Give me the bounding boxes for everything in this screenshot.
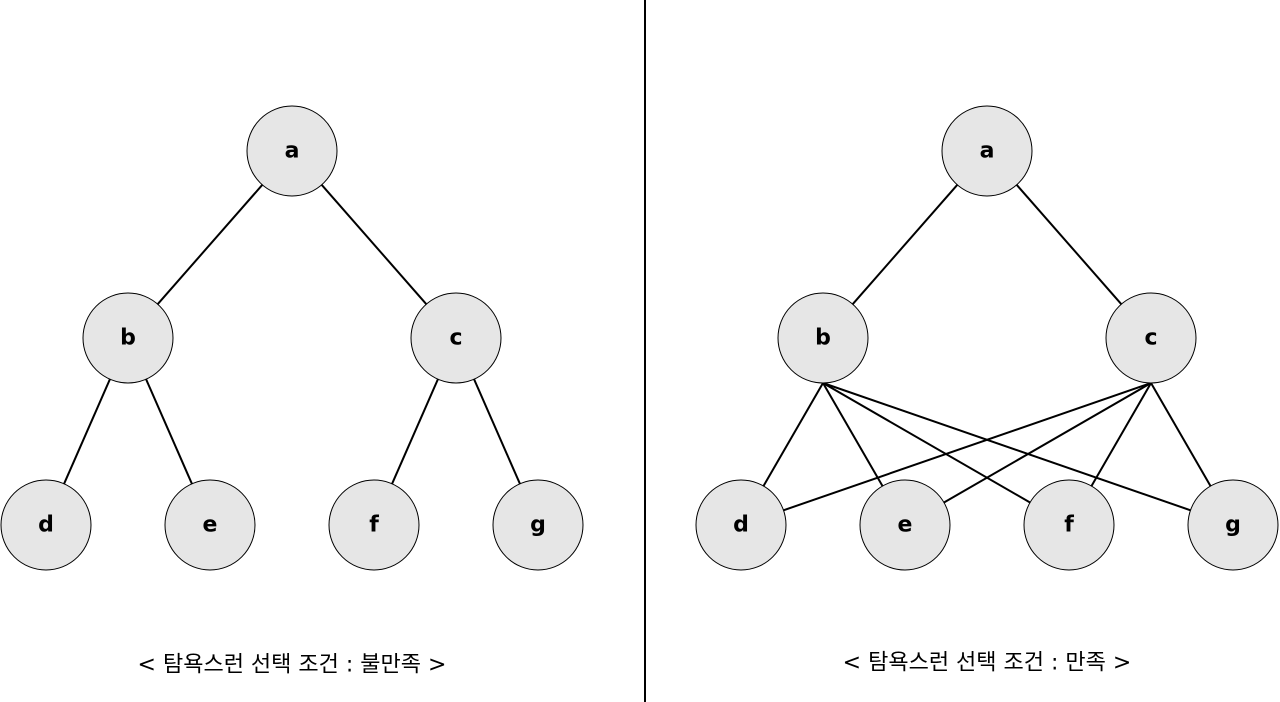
node-g: g [1187,479,1279,571]
node-g: g [492,479,584,571]
node-e: e [164,479,256,571]
node-circle-c [410,292,502,384]
node-circle-e [164,479,256,571]
node-circle-a [941,105,1033,197]
node-circle-f [328,479,420,571]
node-label-g: g [1225,513,1241,538]
node-f: f [328,479,420,571]
edge-b-f [822,382,1031,504]
edge-c-d [783,382,1152,512]
node-label-c: c [449,326,462,351]
edge-b-d [762,382,824,487]
node-a: a [941,105,1033,197]
node-label-e: e [203,513,218,538]
edge-c-e [943,382,1152,504]
edge-b-e [822,382,884,487]
node-circle-c [1105,292,1197,384]
edge-a-b [156,184,264,305]
graph-satisfied-panel: a b c d e f g [695,105,1279,571]
node-b: b [82,292,174,384]
node-circle-d [695,479,787,571]
node-b: b [777,292,869,384]
node-label-b: b [120,326,136,351]
caption-unsatisfied: < 탐욕스런 선택 조건 : 불만족 > [138,653,447,678]
edge-b-g [822,382,1191,512]
edge-b-d [63,378,111,485]
edge-c-f [391,378,439,485]
edge-a-c [320,184,428,305]
edge-c-g [473,378,521,485]
node-f: f [1023,479,1115,571]
caption-satisfied: < 탐욕스런 선택 조건 : 만족 > [843,651,1132,676]
edge-c-f [1090,382,1152,487]
node-a: a [246,105,338,197]
tree-unsatisfied-panel: a b c d e f g [0,105,584,571]
node-c: c [1105,292,1197,384]
node-circle-b [82,292,174,384]
node-e: e [859,479,951,571]
node-label-g: g [530,513,546,538]
node-circle-d [0,479,92,571]
edge-b-e [145,378,193,485]
node-circle-f [1023,479,1115,571]
edge-a-b [851,184,959,305]
node-label-a: a [285,139,300,164]
node-c: c [410,292,502,384]
edges [762,184,1212,512]
node-label-f: f [369,513,379,538]
node-label-d: d [38,513,54,538]
node-label-e: e [898,513,913,538]
node-circle-g [1187,479,1279,571]
node-label-c: c [1144,326,1157,351]
node-circle-b [777,292,869,384]
edges [63,184,521,485]
node-label-a: a [980,139,995,164]
node-circle-e [859,479,951,571]
node-label-d: d [733,513,749,538]
node-d: d [695,479,787,571]
node-d: d [0,479,92,571]
node-label-f: f [1064,513,1074,538]
node-circle-a [246,105,338,197]
node-circle-g [492,479,584,571]
edge-c-g [1150,382,1212,487]
edge-a-c [1015,184,1123,305]
node-label-b: b [815,326,831,351]
